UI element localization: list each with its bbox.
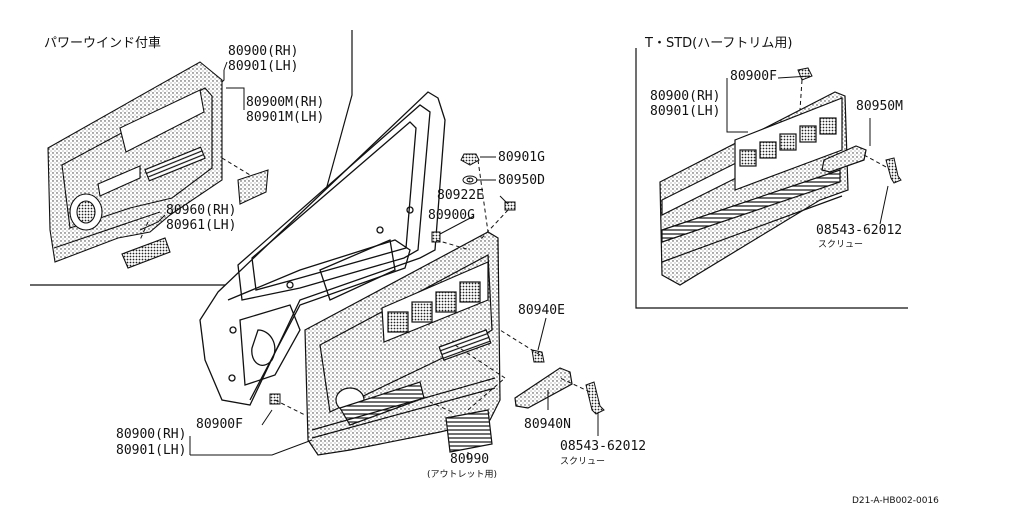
screw-main <box>585 381 605 415</box>
clips <box>269 153 545 405</box>
t-std-handle <box>821 145 867 173</box>
inset-door-trim-panel <box>47 61 223 263</box>
label-08543-main: 08543-62012 <box>560 439 647 454</box>
label-80990-note: (アウトレット用) <box>427 470 498 480</box>
t-std-frame <box>635 48 908 309</box>
inset-leaders <box>139 61 245 231</box>
inset-armrest-part <box>237 169 269 205</box>
label-inset-80900m-rh: 80900M(RH) <box>246 95 325 110</box>
label-t-80900f: 80900F <box>730 69 777 84</box>
label-screw-t: スクリュー <box>818 240 864 250</box>
label-inset-80961-lh: 80961(LH) <box>166 218 237 233</box>
label-inset-80901-lh: 80901(LH) <box>228 59 299 74</box>
reference-code: D21-A-HB002-0016 <box>852 496 939 506</box>
label-80940e: 80940E <box>518 303 565 318</box>
inset-switch-bezel <box>121 237 171 269</box>
label-t-08543: 08543-62012 <box>816 223 903 238</box>
label-t-80950m: 80950M <box>856 99 903 114</box>
heading-t-std: T・STD(ハーフトリム用) <box>645 36 793 51</box>
inset-dashed-leaders <box>139 157 251 241</box>
label-80900g: 80900G <box>428 208 475 223</box>
label-80990: 80990 <box>450 452 490 467</box>
t-std-clip <box>797 67 813 81</box>
heading-power-window: パワーウインド付車 <box>44 36 162 51</box>
label-screw-main: スクリュー <box>560 457 606 467</box>
t-std-leaders <box>726 75 889 225</box>
label-80950d: 80950D <box>498 173 545 188</box>
label-80900f-main: 80900F <box>196 417 243 432</box>
door-shell <box>199 91 446 406</box>
main-dashed-leaders <box>274 159 591 416</box>
pull-handle <box>514 367 573 409</box>
label-inset-80901m-lh: 80901M(LH) <box>246 110 325 125</box>
label-80901g: 80901G <box>498 150 545 165</box>
label-t-80900-rh: 80900(RH) <box>650 89 721 104</box>
t-std-screw <box>885 157 902 184</box>
t-std-door-trim-panel <box>659 91 849 286</box>
label-main-80901-lh: 80901(LH) <box>116 443 187 458</box>
label-inset-80960-rh: 80960(RH) <box>166 203 237 218</box>
label-80922e: 80922E <box>437 188 484 203</box>
outlet-grille <box>445 409 493 453</box>
main-door-trim-panel <box>304 231 501 456</box>
label-main-80900-rh: 80900(RH) <box>116 427 187 442</box>
main-leaders <box>189 156 599 460</box>
t-std-dashed <box>799 79 889 169</box>
label-t-80901-lh: 80901(LH) <box>650 104 721 119</box>
label-80940n: 80940N <box>524 417 571 432</box>
label-inset-80900-rh: 80900(RH) <box>228 44 299 59</box>
